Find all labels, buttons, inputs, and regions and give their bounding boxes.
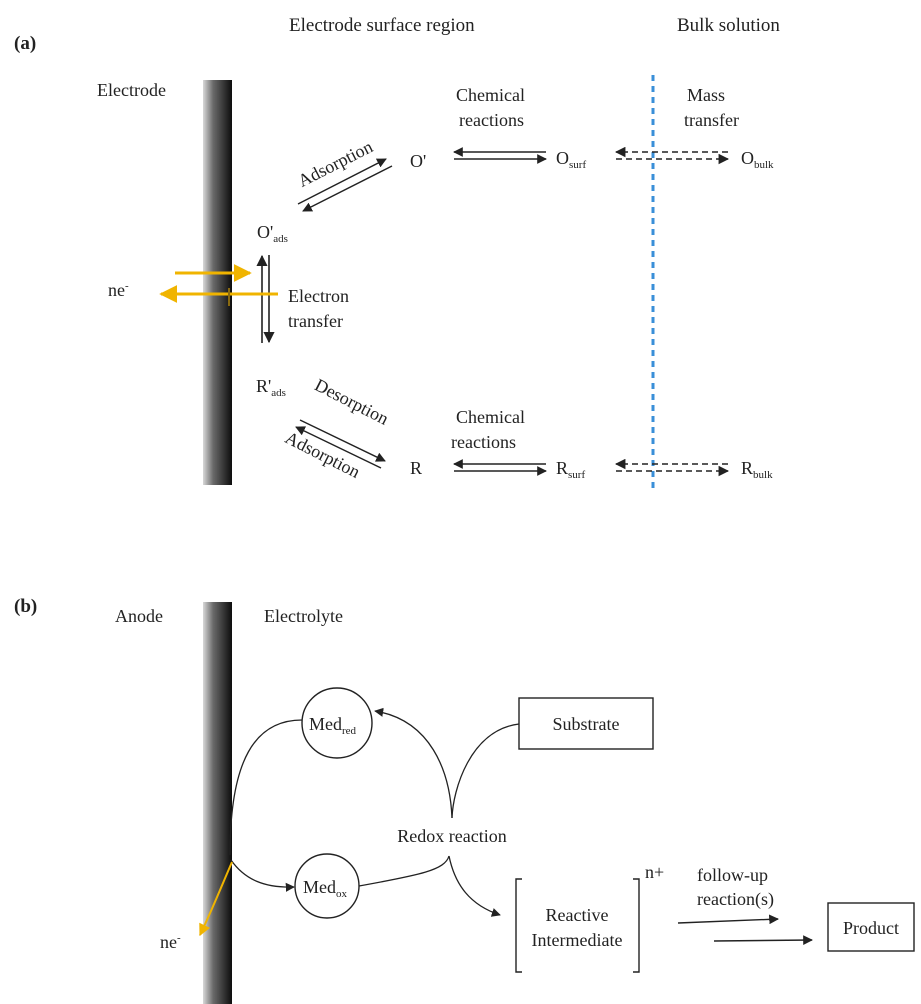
intermediate-charge: n+: [645, 862, 664, 882]
adsorption-top-group: Adsorption: [295, 136, 376, 191]
electron-transfer-line2: transfer: [288, 311, 343, 331]
intermediate-right-bracket: [633, 878, 640, 973]
med-ox-to-redox-curve: [358, 855, 450, 887]
followup-line2: reaction(s): [697, 889, 774, 910]
med-red-label: Medred: [309, 714, 357, 737]
chem-reactions-bottom-line1: Chemical: [456, 407, 525, 427]
electrolyte-label: Electrolyte: [264, 606, 343, 626]
redox-reaction-label: Redox reaction: [397, 826, 506, 846]
electrode-label: Electrode: [97, 80, 166, 100]
substrate-box: [518, 697, 654, 750]
intermediate-left-bracket: [515, 878, 522, 973]
substrate-label: Substrate: [553, 714, 620, 734]
electron-label-a: ne-: [108, 280, 129, 300]
med-red-to-anode-curve: [229, 719, 303, 856]
species-o-surf: Osurf: [556, 148, 586, 171]
electron-release-arrow: [199, 861, 233, 937]
chem-reactions-top-line2: reactions: [459, 110, 524, 130]
electrode-rod: [203, 80, 232, 485]
species-r-ads: R'ads: [256, 376, 286, 399]
med-ox-label: Medox: [303, 877, 348, 900]
followup-arrow-2: [713, 935, 813, 945]
adsorption-top-label: Adsorption: [295, 136, 376, 191]
electron-label-b: ne-: [160, 932, 181, 952]
mass-transfer-line1: Mass: [687, 85, 725, 105]
intermediate-line1: Reactive: [546, 905, 609, 925]
desorption-group: Desorption: [312, 375, 392, 429]
panel-a-label: (a): [14, 33, 36, 54]
adsorption-reverse-arrow: [302, 165, 393, 212]
anode-rod: [203, 602, 232, 1004]
desorption-forward-arrow: [299, 419, 386, 462]
species-r: R: [410, 458, 422, 478]
adsorption-bottom-label: Adsorption: [282, 427, 363, 482]
desorption-reverse-arrow: [295, 426, 382, 469]
substrate-to-redox-curve: [451, 723, 520, 819]
med-red-node: [301, 687, 373, 759]
chem-reactions-bottom-line2: reactions: [451, 432, 516, 452]
intermediate-line2: Intermediate: [532, 930, 623, 950]
header-bulk-solution: Bulk solution: [677, 15, 780, 36]
header-electrode-surface: Electrode surface region: [289, 15, 475, 36]
adsorption-bottom-group: Adsorption: [282, 427, 363, 482]
anode-label: Anode: [115, 606, 163, 626]
species-o-ads: O'ads: [257, 222, 288, 245]
desorption-label: Desorption: [312, 375, 392, 429]
species-r-surf: Rsurf: [556, 458, 585, 481]
followup-line1: follow-up: [697, 865, 768, 885]
product-label: Product: [843, 918, 899, 938]
panel-b-label: (b): [14, 596, 37, 617]
followup-arrow-1: [677, 914, 779, 925]
species-r-bulk: Rbulk: [741, 458, 773, 481]
redox-to-intermediate-arrow: [448, 855, 501, 917]
product-box: [827, 902, 915, 952]
chem-reactions-top-line1: Chemical: [456, 85, 525, 105]
mass-transfer-line2: transfer: [684, 110, 739, 130]
species-o-bulk: Obulk: [741, 148, 774, 171]
species-o-prime: O': [410, 151, 426, 171]
redox-to-med-red-arrow: [374, 707, 453, 819]
electron-transfer-line1: Electron: [288, 286, 349, 306]
adsorption-forward-arrow: [297, 158, 387, 205]
anode-to-med-ox-arrow: [230, 859, 295, 892]
